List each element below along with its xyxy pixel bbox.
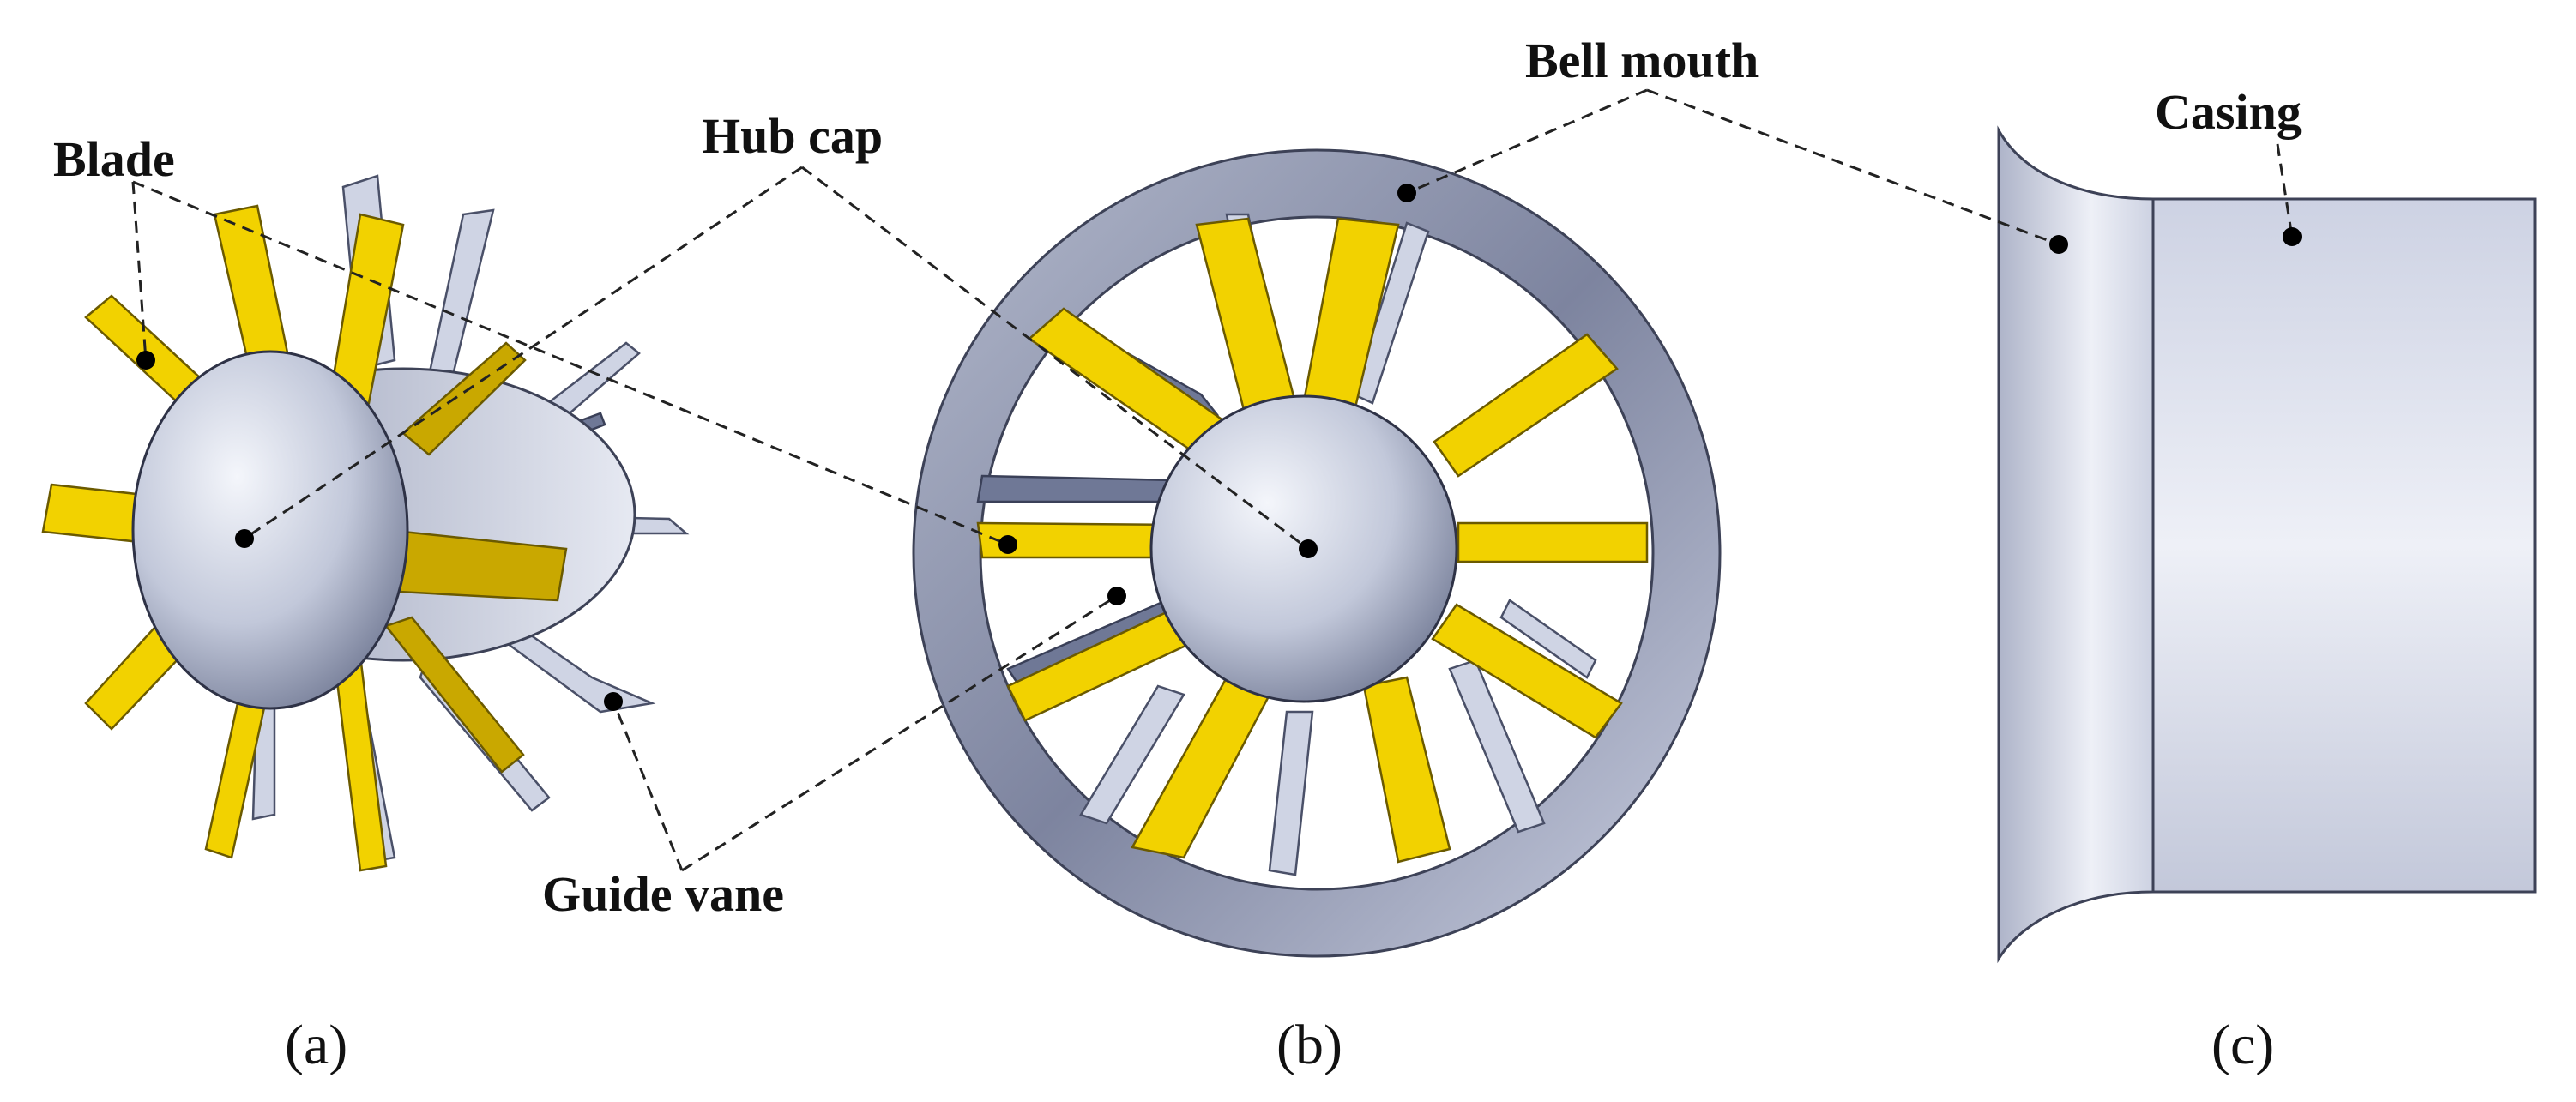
side-view	[1997, 125, 2537, 964]
guide-vane-dot-b	[1107, 587, 1126, 605]
casing-dot	[2283, 227, 2302, 246]
front-view	[912, 148, 1722, 958]
hub-cap-dot-b	[1299, 539, 1318, 558]
blade-dot-b	[998, 535, 1017, 554]
hub-cap-dot-a	[235, 529, 254, 548]
hub-cap-a	[131, 350, 409, 710]
leader-lines	[131, 88, 2294, 872]
hub-cap-label: Hub cap	[702, 108, 883, 164]
caption-c: (c)	[2211, 1014, 2274, 1076]
casing-body	[2151, 197, 2537, 894]
bell-mouth-dot-c	[2049, 235, 2068, 254]
casing-label: Casing	[2155, 84, 2302, 140]
caption-a: (a)	[285, 1014, 347, 1076]
callout-dots	[136, 184, 2302, 711]
bell-mouth-label: Bell mouth	[1525, 33, 1759, 88]
guide-vane-label: Guide vane	[542, 866, 784, 922]
bell-mouth-side	[1997, 125, 2155, 964]
caption-b: (b)	[1276, 1014, 1342, 1076]
impeller-view	[41, 174, 690, 872]
blade-label: Blade	[53, 131, 175, 187]
blade-dot-a	[136, 351, 155, 370]
bell-mouth-dot-b	[1397, 184, 1416, 202]
guide-vane-dot-a	[604, 692, 623, 711]
